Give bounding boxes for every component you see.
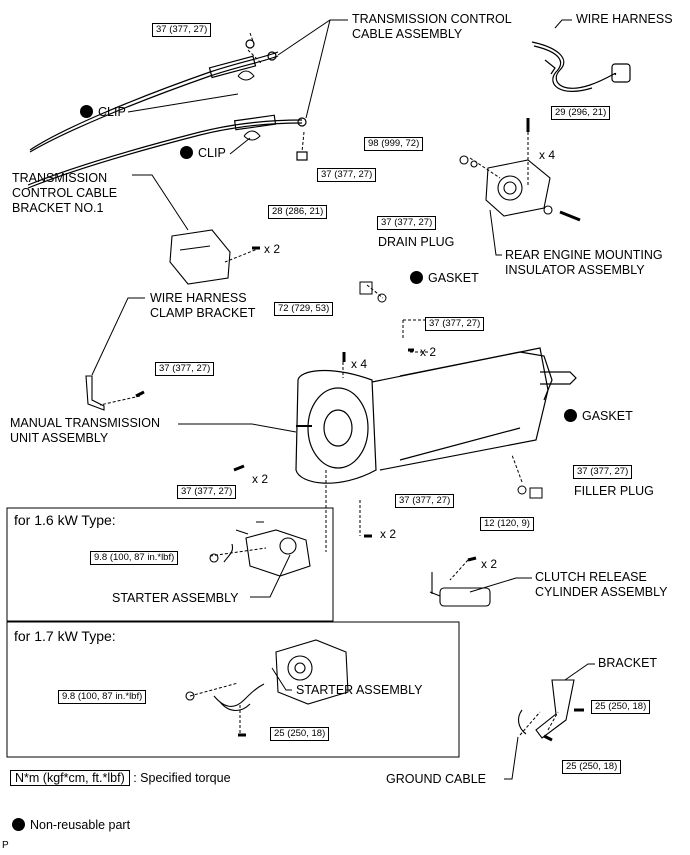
- section-title-1-6kw: for 1.6 kW Type:: [14, 512, 116, 528]
- label-ground-cable: GROUND CABLE: [386, 772, 487, 786]
- mult-bracket-x2: x 2: [264, 242, 281, 256]
- label-tccb-line2: CONTROL CABLE: [12, 186, 118, 200]
- wire-harness-clamp-bracket: [85, 375, 145, 411]
- bracket-ground-cable: [517, 679, 584, 742]
- gasket-text: GASKET: [428, 271, 479, 285]
- label-whcb-line1: WIRE HARNESS: [150, 291, 247, 305]
- section-title-1-7kw: for 1.7 kW Type:: [14, 628, 116, 644]
- legend-nonreusable: Non-reusable part: [12, 818, 130, 832]
- torque-clamp-bracket: 37 (377, 27): [155, 362, 215, 376]
- figure-code: P: [2, 840, 9, 851]
- clutch-release-cylinder: [429, 556, 491, 607]
- starter-1-6kw: [209, 521, 311, 577]
- legend-nonreusable-text: Non-reusable part: [30, 818, 131, 832]
- torque-filler-plug: 37 (377, 27): [573, 465, 633, 479]
- mult-clutch-x2: x 2: [481, 557, 498, 571]
- label-tcca: TRANSMISSION CONTROL CABLE ASSEMBLY: [352, 12, 512, 42]
- nonreusable-icon: [12, 818, 25, 831]
- mult-mount-x4: x 4: [539, 148, 556, 162]
- torque-bracket-top: 25 (250, 18): [591, 700, 651, 714]
- torque-mount-nut: 98 (999, 72): [364, 137, 424, 151]
- torque-starter-1-6kw: 9.8 (100, 87 in.*lbf): [90, 551, 179, 565]
- torque-tcc-bottom: 37 (377, 27): [317, 168, 377, 182]
- leader-lines: [91, 19, 595, 780]
- label-remi-line2: INSULATOR ASSEMBLY: [505, 263, 645, 277]
- mult-trans-left-x2: x 2: [252, 472, 269, 486]
- torque-trans-upper: 37 (377, 27): [425, 317, 485, 331]
- gasket-text: GASKET: [582, 409, 633, 423]
- mult-trans-upper-x2: x 2: [420, 345, 437, 359]
- mult-trans-top-x4: x 4: [351, 357, 368, 371]
- torque-tcc-top: 37 (377, 27): [152, 23, 212, 37]
- label-tcca-line1: TRANSMISSION CONTROL: [352, 12, 512, 26]
- label-bracket: BRACKET: [598, 656, 658, 670]
- wire-harness-part: [531, 41, 631, 92]
- section-box-1-6kw: [6, 507, 334, 622]
- nonreusable-icon: [410, 271, 423, 284]
- torque-bracket-no1: 28 (286, 21): [268, 205, 328, 219]
- control-cable-bracket-1: [169, 229, 260, 285]
- clip-text: CLIP: [198, 146, 226, 160]
- label-starter-2: STARTER ASSEMBLY: [296, 683, 423, 697]
- drain-plug-gasket: [359, 281, 387, 303]
- label-whcb-line2: CLAMP BRACKET: [150, 306, 256, 320]
- filler-plug-gasket: [517, 485, 543, 499]
- section-box-1-7kw: [6, 621, 460, 758]
- manual-transmission-unit: [233, 347, 577, 538]
- label-drain-plug: DRAIN PLUG: [378, 235, 455, 249]
- label-tcca-line2: CABLE ASSEMBLY: [352, 27, 463, 41]
- label-gasket-1: GASKET: [410, 271, 479, 286]
- torque-starter-1-7kw: 9.8 (100, 87 in.*lbf): [58, 690, 147, 704]
- legend-torque-desc: : Specified torque: [133, 771, 231, 785]
- nonreusable-icon: [180, 146, 193, 159]
- torque-trans-top: 72 (729, 53): [274, 302, 334, 316]
- mult-trans-lower-x2: x 2: [380, 527, 397, 541]
- torque-trans-left: 37 (377, 27): [177, 485, 237, 499]
- label-crca-line2: CYLINDER ASSEMBLY: [535, 585, 668, 599]
- label-tccb-line1: TRANSMISSION: [12, 171, 108, 185]
- label-mtua: MANUAL TRANSMISSION UNIT ASSEMBLY: [10, 416, 160, 446]
- nonreusable-icon: [80, 105, 93, 118]
- label-mtua-line1: MANUAL TRANSMISSION: [10, 416, 161, 430]
- label-whcb: WIRE HARNESS CLAMP BRACKET: [150, 291, 255, 321]
- torque-bracket-bottom: 25 (250, 18): [562, 760, 622, 774]
- clip-parts: [237, 70, 261, 141]
- label-mtua-line2: UNIT ASSEMBLY: [10, 431, 109, 445]
- label-gasket-2: GASKET: [564, 409, 633, 424]
- label-clip-1: CLIP: [80, 105, 126, 120]
- label-wire-harness: WIRE HARNESS: [576, 12, 673, 26]
- torque-drain-plug: 37 (377, 27): [377, 216, 437, 230]
- rear-engine-mounting-insulator: [459, 118, 581, 222]
- transmission-control-cables: [27, 39, 308, 189]
- label-starter-1: STARTER ASSEMBLY: [112, 591, 239, 605]
- starter-1-7kw: [185, 639, 349, 737]
- legend-torque: N*m (kgf*cm, ft.*lbf) : Specified torque: [10, 770, 231, 786]
- label-filler-plug: FILLER PLUG: [574, 484, 654, 498]
- label-tccb-line3: BRACKET NO.1: [12, 201, 104, 215]
- dashed-lines: [99, 32, 559, 736]
- nonreusable-icon: [564, 409, 577, 422]
- label-tccb: TRANSMISSION CONTROL CABLE BRACKET NO.1: [12, 171, 117, 216]
- torque-starter-ground: 25 (250, 18): [270, 727, 330, 741]
- label-clip-2: CLIP: [180, 146, 226, 161]
- torque-clutch-cylinder: 12 (120, 9): [480, 517, 534, 531]
- label-crca-line1: CLUTCH RELEASE: [535, 570, 647, 584]
- legend-torque-box: N*m (kgf*cm, ft.*lbf): [10, 770, 130, 786]
- label-crca: CLUTCH RELEASE CYLINDER ASSEMBLY: [535, 570, 667, 600]
- torque-mount-bolt: 29 (296, 21): [551, 106, 611, 120]
- clip-text: CLIP: [98, 105, 126, 119]
- label-remi: REAR ENGINE MOUNTING INSULATOR ASSEMBLY: [505, 248, 663, 278]
- label-remi-line1: REAR ENGINE MOUNTING: [505, 248, 663, 262]
- torque-trans-lower: 37 (377, 27): [395, 494, 455, 508]
